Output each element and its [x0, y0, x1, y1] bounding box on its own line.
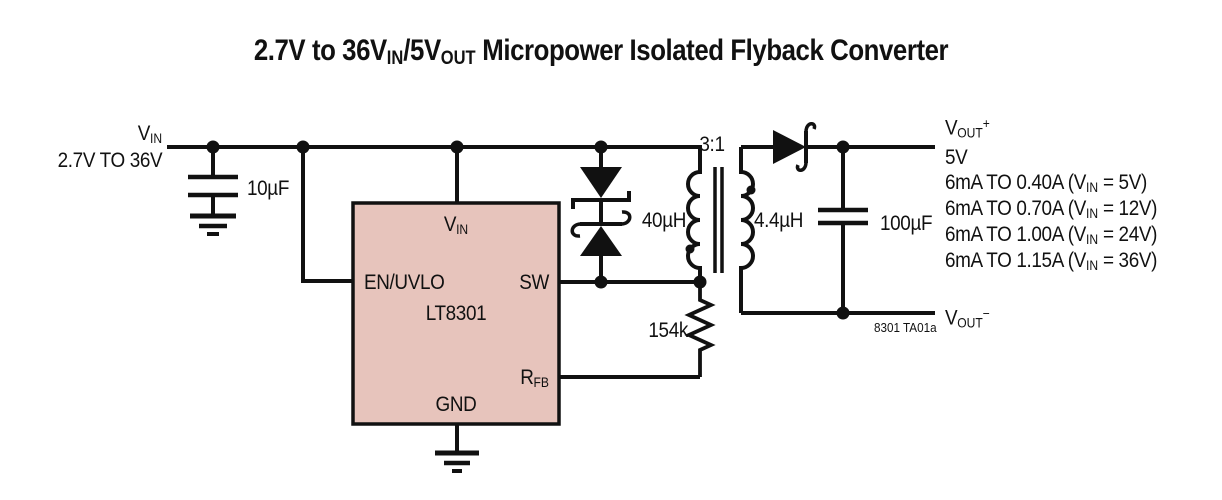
ic-part-number: LT8301 — [425, 302, 487, 325]
output-current-spec: 6mA TO 0.40A (VIN = 5V) — [945, 171, 1147, 195]
figure-note: 8301 TA01a — [874, 320, 937, 335]
secondary-phase-dot — [746, 185, 756, 195]
junction-dot — [693, 275, 707, 289]
output-capacitor-value: 100µF — [880, 212, 933, 235]
transformer-symbol — [685, 147, 756, 313]
schematic-title: 2.7V to 36VIN/5VOUT Micropower Isolated … — [253, 34, 949, 70]
secondary-winding — [739, 147, 755, 313]
transformer-ratio-label: 3:1 — [699, 133, 725, 156]
feedback-resistor-symbol — [684, 282, 716, 377]
ic-pin-sw-label: SW — [519, 271, 549, 294]
primary-inductance-label: 40µH — [641, 209, 686, 232]
ic-pin-en-uvlo-label: EN/UVLO — [364, 271, 445, 294]
ground-symbol — [435, 450, 479, 473]
schottky-hook — [570, 222, 582, 238]
input-capacitor-value: 10µF — [247, 177, 290, 200]
en-uvlo-wire — [301, 147, 353, 283]
output-capacitor-symbol — [818, 147, 868, 313]
junction-dot — [836, 140, 850, 154]
output-voltage-label: 5V — [945, 146, 968, 169]
feedback-resistor-value: 154k — [648, 319, 688, 342]
junction-dot — [594, 275, 608, 289]
output-schottky-diode — [741, 122, 935, 172]
snubber-zener-diode — [571, 147, 631, 224]
diode-triangle — [773, 130, 806, 164]
junction-dot — [206, 140, 220, 154]
junction-dots — [206, 140, 850, 320]
secondary-inductance-label: 4.4µH — [754, 209, 804, 232]
diode-triangle — [580, 226, 622, 256]
junction-dot — [450, 140, 464, 154]
schottky-hook — [620, 210, 632, 226]
junction-dot — [296, 140, 310, 154]
vin-terminal-label: VIN — [137, 122, 162, 146]
schottky-hook — [795, 161, 808, 172]
diode-triangle — [580, 167, 622, 198]
ic-pin-rfb-label: RFB — [520, 366, 549, 390]
junction-dot — [836, 306, 850, 320]
ic-body — [351, 201, 561, 426]
primary-winding — [686, 147, 702, 282]
input-capacitor-symbol — [188, 147, 238, 214]
ground-symbol — [190, 213, 236, 236]
ic-pin-gnd-label: GND — [435, 393, 477, 416]
output-current-spec: 6mA TO 1.00A (VIN = 24V) — [945, 223, 1158, 247]
snubber-schottky-diode — [570, 210, 632, 282]
ic-pin-vin-label: VIN — [443, 213, 469, 237]
vout-neg-terminal-label: VOUT− — [945, 306, 990, 331]
output-current-spec: 6mA TO 1.15A (VIN = 36V) — [945, 249, 1158, 273]
vout-pos-terminal-label: VOUT+ — [945, 116, 990, 141]
vin-range-label: 2.7V TO 36V — [57, 149, 162, 172]
output-current-spec: 6mA TO 0.70A (VIN = 12V) — [945, 197, 1158, 221]
schottky-hook — [804, 122, 817, 133]
primary-phase-dot — [685, 244, 695, 254]
junction-dot — [594, 140, 608, 154]
